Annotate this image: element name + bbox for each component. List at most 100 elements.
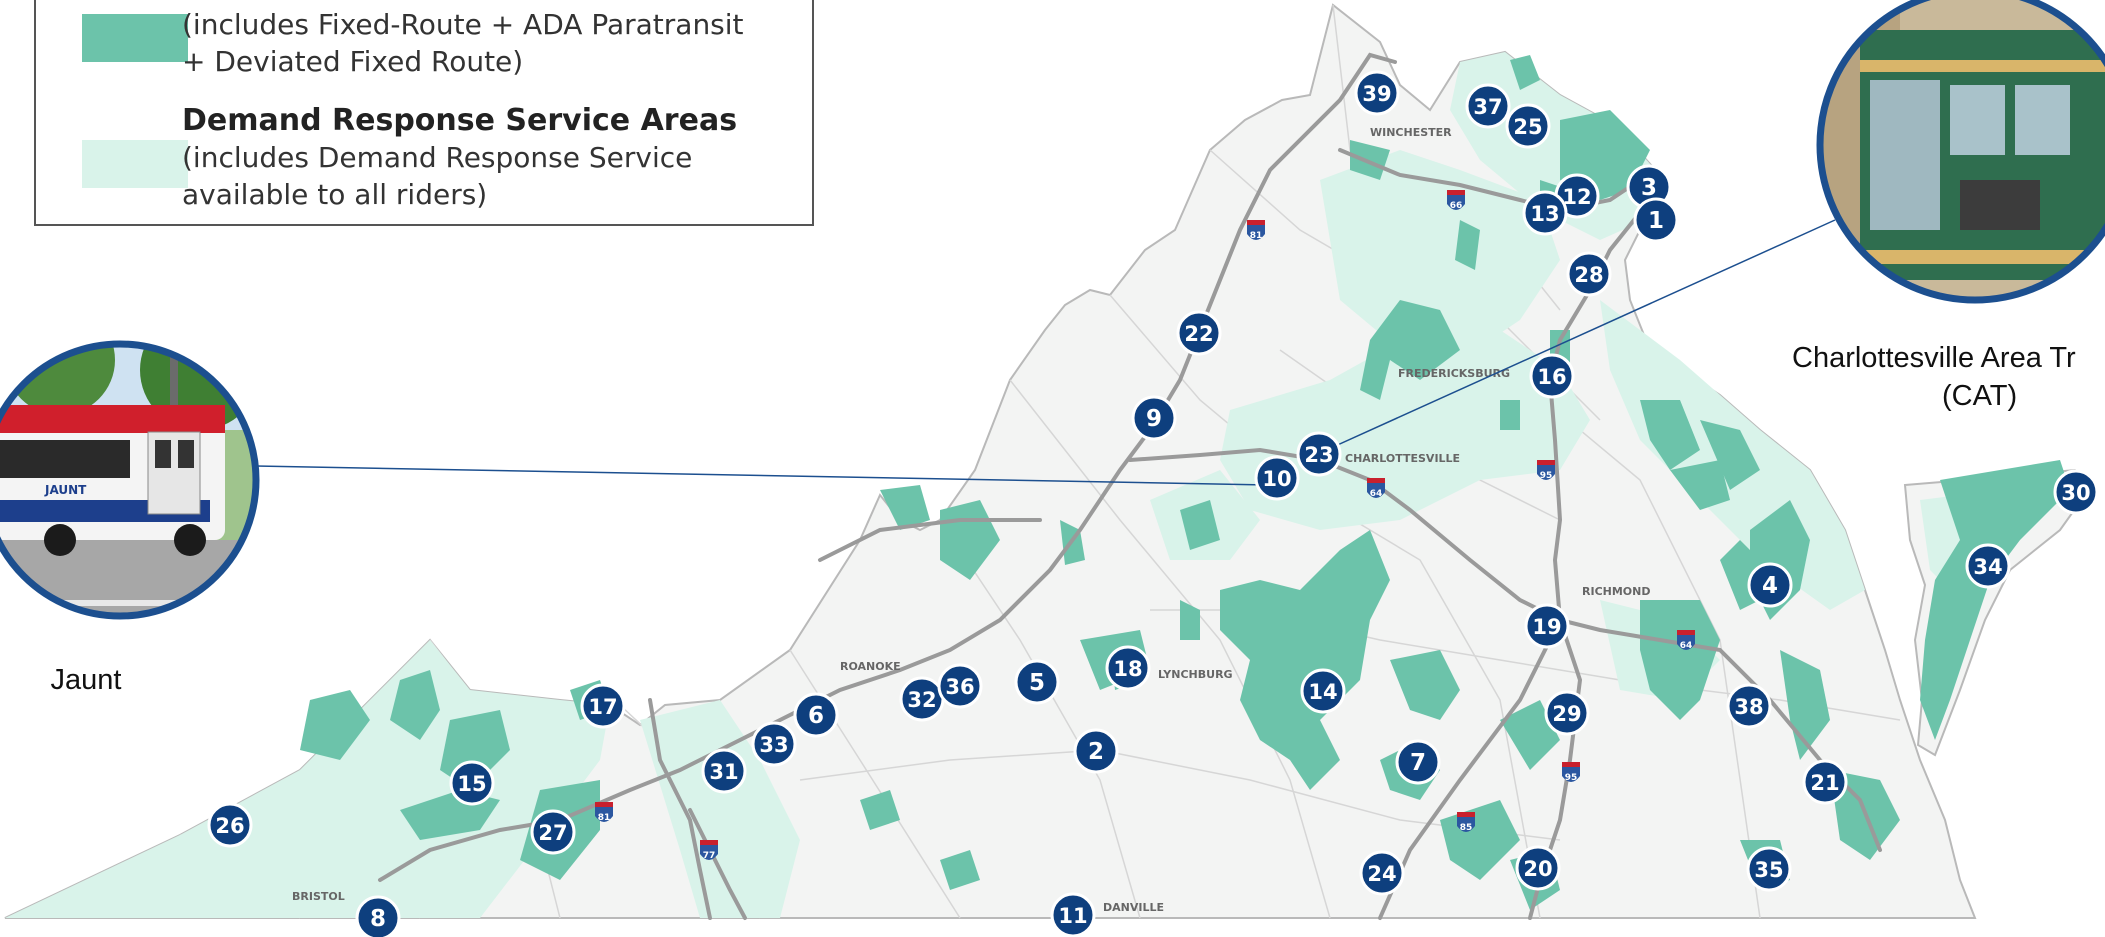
city-label-bristol: BRISTOL <box>292 890 345 903</box>
agency-marker-9: 9 <box>1131 395 1177 441</box>
agency-marker-7: 7 <box>1395 739 1441 785</box>
demand-response-swatch <box>82 140 188 188</box>
agency-marker-31: 31 <box>701 748 747 794</box>
interstate-shields: 81 81 66 95 95 64 64 85 77 <box>595 190 1695 861</box>
svg-text:16: 16 <box>1537 365 1566 389</box>
jaunt-photo: JAUNT <box>0 340 260 620</box>
svg-text:81: 81 <box>1250 231 1263 241</box>
demand-response-desc-line2: available to all riders) <box>182 178 488 211</box>
cat-leader-line <box>1321 219 1836 453</box>
agency-marker-10: 10 <box>1254 455 1300 501</box>
agency-marker-21: 21 <box>1802 759 1848 805</box>
fixed-route-desc-line1: (includes Fixed-Route + ADA Paratransit <box>182 8 744 41</box>
svg-text:1: 1 <box>1648 208 1664 234</box>
agency-marker-35: 35 <box>1746 846 1792 892</box>
fixed-route-desc-line2: + Deviated Fixed Route) <box>182 45 524 78</box>
svg-text:95: 95 <box>1565 773 1578 783</box>
svg-text:12: 12 <box>1562 185 1591 209</box>
agency-marker-14: 14 <box>1300 668 1346 714</box>
agency-marker-11: 11 <box>1050 892 1096 937</box>
svg-text:27: 27 <box>538 821 567 845</box>
svg-text:21: 21 <box>1810 771 1839 795</box>
agency-marker-32: 32 <box>899 676 945 722</box>
agency-marker-20: 20 <box>1515 845 1561 891</box>
svg-text:6: 6 <box>808 703 824 729</box>
svg-text:25: 25 <box>1513 115 1542 139</box>
agency-marker-2: 2 <box>1073 728 1119 774</box>
agency-marker-17: 17 <box>580 683 626 729</box>
cat-caption-line1: Charlottesville Area Tr <box>1792 342 2076 374</box>
interstate-shield-64: 64 <box>1367 478 1385 499</box>
agency-marker-15: 15 <box>449 760 495 806</box>
svg-text:85: 85 <box>1460 823 1473 833</box>
interstate-shield-81b: 81 <box>595 802 613 823</box>
svg-text:30: 30 <box>2061 481 2090 505</box>
svg-text:4: 4 <box>1762 573 1778 599</box>
svg-text:36: 36 <box>945 675 974 699</box>
svg-text:20: 20 <box>1523 857 1552 881</box>
agency-marker-37: 37 <box>1465 83 1511 129</box>
svg-text:JAUNT: JAUNT <box>44 483 87 497</box>
svg-text:5: 5 <box>1029 670 1045 696</box>
agency-marker-1: 1 <box>1633 197 1679 243</box>
svg-text:81: 81 <box>598 813 611 823</box>
svg-text:19: 19 <box>1532 615 1561 639</box>
svg-text:8: 8 <box>370 906 386 932</box>
svg-text:33: 33 <box>759 733 788 757</box>
interstate-shield-66: 66 <box>1447 190 1465 211</box>
svg-text:37: 37 <box>1473 95 1502 119</box>
cat-caption-line2: (CAT) <box>1942 380 2018 412</box>
agency-marker-22: 22 <box>1176 310 1222 356</box>
agency-marker-12: 12 <box>1554 173 1600 219</box>
svg-text:32: 32 <box>907 688 936 712</box>
svg-text:9: 9 <box>1146 406 1162 432</box>
svg-text:39: 39 <box>1362 82 1391 106</box>
interstate-shield-95b: 95 <box>1562 762 1580 783</box>
jaunt-caption: Jaunt <box>50 664 122 696</box>
agency-marker-23: 23 <box>1296 431 1342 477</box>
svg-text:15: 15 <box>457 772 486 796</box>
svg-text:11: 11 <box>1058 904 1087 928</box>
svg-text:2: 2 <box>1088 739 1104 765</box>
svg-text:26: 26 <box>215 814 244 838</box>
interstate-highways <box>378 52 1882 920</box>
interstate-shield-64b: 64 <box>1677 630 1695 651</box>
agency-marker-19: 19 <box>1524 603 1570 649</box>
agency-marker-25: 25 <box>1505 103 1551 149</box>
city-label-roanoke: ROANOKE <box>840 660 901 673</box>
interstate-shield-81: 81 <box>1247 220 1265 241</box>
agency-marker-5: 5 <box>1014 659 1060 705</box>
agency-marker-24: 24 <box>1359 850 1405 896</box>
interstate-shield-95: 95 <box>1537 460 1555 481</box>
agency-marker-36: 36 <box>937 663 983 709</box>
svg-text:35: 35 <box>1754 858 1783 882</box>
svg-text:10: 10 <box>1262 467 1291 491</box>
agency-marker-26: 26 <box>207 802 253 848</box>
city-label-lynchburg: LYNCHBURG <box>1158 668 1233 681</box>
svg-text:23: 23 <box>1304 443 1333 467</box>
fixed-route-swatch <box>82 14 188 62</box>
agency-marker-4: 4 <box>1747 562 1793 608</box>
svg-text:29: 29 <box>1552 702 1581 726</box>
svg-text:18: 18 <box>1113 657 1142 681</box>
agency-marker-33: 33 <box>751 721 797 767</box>
city-label-charlottesville: CHARLOTTESVILLE <box>1345 452 1460 465</box>
agency-marker-13: 13 <box>1522 190 1568 236</box>
city-label-richmond: RICHMOND <box>1582 585 1650 598</box>
cat-photo <box>1816 0 2105 304</box>
svg-text:77: 77 <box>703 851 716 861</box>
agency-marker-34: 34 <box>1965 543 2011 589</box>
agency-marker-18: 18 <box>1105 645 1151 691</box>
svg-text:17: 17 <box>588 695 617 719</box>
city-label-danville: DANVILLE <box>1103 901 1164 914</box>
svg-text:14: 14 <box>1308 680 1337 704</box>
agency-marker-28: 28 <box>1566 251 1612 297</box>
demand-response-desc-line1: (includes Demand Response Service <box>182 141 693 174</box>
svg-text:7: 7 <box>1410 750 1426 776</box>
interstate-shield-85: 85 <box>1457 812 1475 833</box>
city-labels: WINCHESTER FREDERICKSBURG CHARLOTTESVILL… <box>292 126 1650 914</box>
svg-text:95: 95 <box>1540 471 1553 481</box>
svg-text:66: 66 <box>1450 201 1463 211</box>
svg-text:22: 22 <box>1184 322 1213 346</box>
